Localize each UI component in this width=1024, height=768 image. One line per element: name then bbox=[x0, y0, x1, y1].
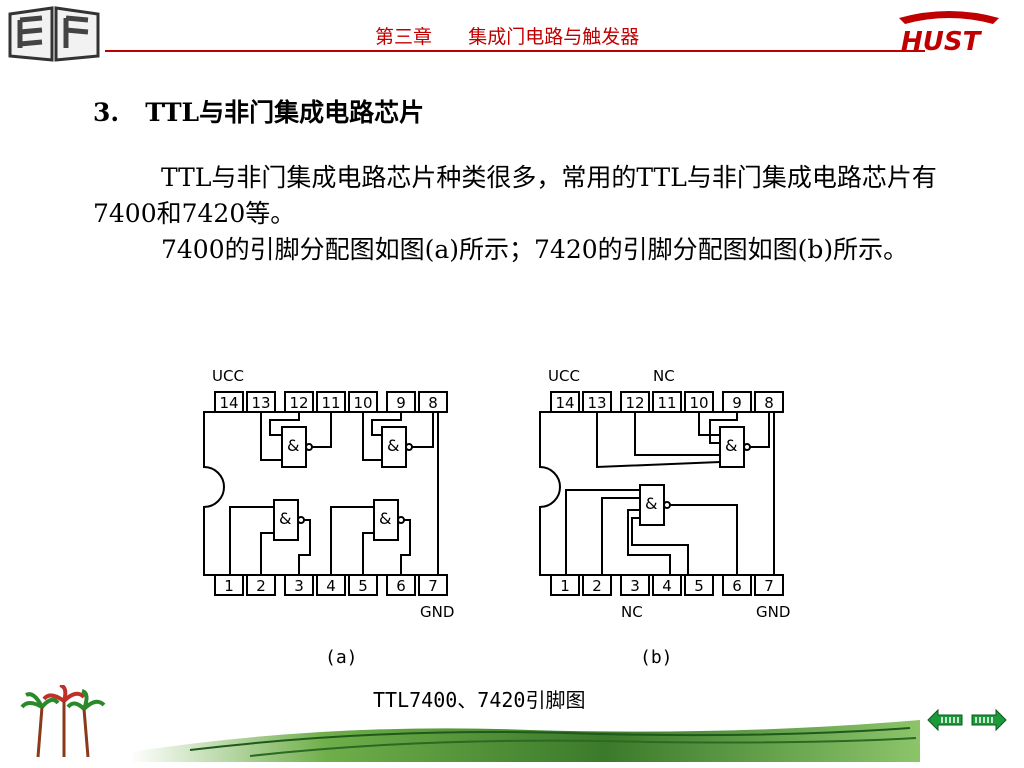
chip-a-pin-12: 12 bbox=[289, 394, 308, 412]
chip-b-pin-1: 1 bbox=[560, 577, 570, 595]
chapter-number: 第三章 bbox=[375, 26, 433, 48]
chip-a-pin-8: 8 bbox=[428, 394, 438, 412]
chip-b-pin-5: 5 bbox=[694, 577, 704, 595]
chip-a-gate-1-symbol: & bbox=[287, 436, 299, 455]
chip-b-pin-8: 8 bbox=[764, 394, 774, 412]
section-heading: 3. TTL与非门集成电路芯片 bbox=[93, 93, 424, 129]
paragraph-intro-text: TTL与非门集成电路芯片种类很多，常用的TTL与非门集成电路芯片有7400和74… bbox=[93, 163, 937, 228]
chip-b-pin-12: 12 bbox=[625, 394, 644, 412]
hust-logo-icon: HUST bbox=[899, 11, 999, 54]
chip-b-ground-label: GND bbox=[756, 603, 790, 621]
chapter-heading: 第三章 集成门电路与触发器 bbox=[375, 22, 639, 49]
next-slide-button[interactable] bbox=[970, 707, 1008, 733]
header-divider bbox=[105, 50, 925, 52]
chip-a-pin-3: 3 bbox=[294, 577, 304, 595]
chip-b-pin-2: 2 bbox=[592, 577, 602, 595]
chip-a-pin-6: 6 bbox=[396, 577, 406, 595]
chip-a-pin-9: 9 bbox=[396, 394, 406, 412]
paragraph-figure-ref-text: 7400的引脚分配图如图(a)所示；7420的引脚分配图如图(b)所示。 bbox=[161, 235, 909, 264]
figure-title: TTL7400、7420引脚图 bbox=[373, 688, 586, 712]
chip-a-pin-2: 2 bbox=[256, 577, 266, 595]
chip-b-pin-11: 11 bbox=[657, 394, 676, 412]
chip-a-pin-4: 4 bbox=[326, 577, 336, 595]
pinout-figure: UCC 14 13 12 11 10 9 8 1 2 3 4 5 6 7 GND… bbox=[203, 367, 790, 621]
chip-a-gate-2-symbol: & bbox=[387, 436, 399, 455]
chip-b-gate-1-symbol: & bbox=[725, 436, 737, 455]
chip-b-gate-2-symbol: & bbox=[645, 494, 657, 513]
chip-a-gate-3-symbol: & bbox=[279, 509, 291, 528]
chip-a-supply-label: UCC bbox=[212, 367, 244, 385]
chip-b-diagram bbox=[539, 391, 784, 596]
hust-logo-text: HUST bbox=[901, 27, 983, 54]
chip-b-pin-13: 13 bbox=[587, 394, 606, 412]
chip-a-pin-14: 14 bbox=[219, 394, 238, 412]
figure-b-caption: (b) bbox=[640, 647, 673, 668]
chip-a-diagram bbox=[203, 391, 448, 596]
chip-b-pin-3: 3 bbox=[630, 577, 640, 595]
section-title: TTL与非门集成电路芯片 bbox=[145, 98, 425, 127]
chip-b-pin-14: 14 bbox=[555, 394, 574, 412]
chapter-title: 集成门电路与触发器 bbox=[468, 26, 640, 48]
prev-slide-button[interactable] bbox=[926, 707, 964, 733]
chip-a-pin-7: 7 bbox=[428, 577, 438, 595]
chip-a-pin-10: 10 bbox=[353, 394, 372, 412]
grass-decoration-icon bbox=[130, 720, 920, 762]
chip-b-supply-label: UCC bbox=[548, 367, 580, 385]
chip-b-pin-6: 6 bbox=[732, 577, 742, 595]
book-logo-icon bbox=[8, 6, 100, 62]
chip-b-pin-4: 4 bbox=[662, 577, 672, 595]
chip-b-pin-7: 7 bbox=[764, 577, 774, 595]
chip-b-pin-9: 9 bbox=[732, 394, 742, 412]
chip-a-pin-11: 11 bbox=[321, 394, 340, 412]
chip-a-pin-5: 5 bbox=[358, 577, 368, 595]
section-number: 3. bbox=[93, 98, 120, 127]
paragraph-intro: TTL与非门集成电路芯片种类很多，常用的TTL与非门集成电路芯片有7400和74… bbox=[93, 160, 993, 232]
chip-b-nc-bottom-label: NC bbox=[621, 603, 643, 621]
chip-a-gate-4-symbol: & bbox=[379, 509, 391, 528]
chip-a-pin-13: 13 bbox=[251, 394, 270, 412]
figure-a-caption: (a) bbox=[325, 647, 358, 668]
paragraph-figure-ref: 7400的引脚分配图如图(a)所示；7420的引脚分配图如图(b)所示。 bbox=[93, 232, 993, 268]
chip-b-pin-10: 10 bbox=[689, 394, 708, 412]
chip-a-pin-1: 1 bbox=[224, 577, 234, 595]
chip-b-nc-top-label: NC bbox=[653, 367, 675, 385]
palm-trees-icon bbox=[20, 685, 106, 758]
chip-a-ground-label: GND bbox=[420, 603, 454, 621]
